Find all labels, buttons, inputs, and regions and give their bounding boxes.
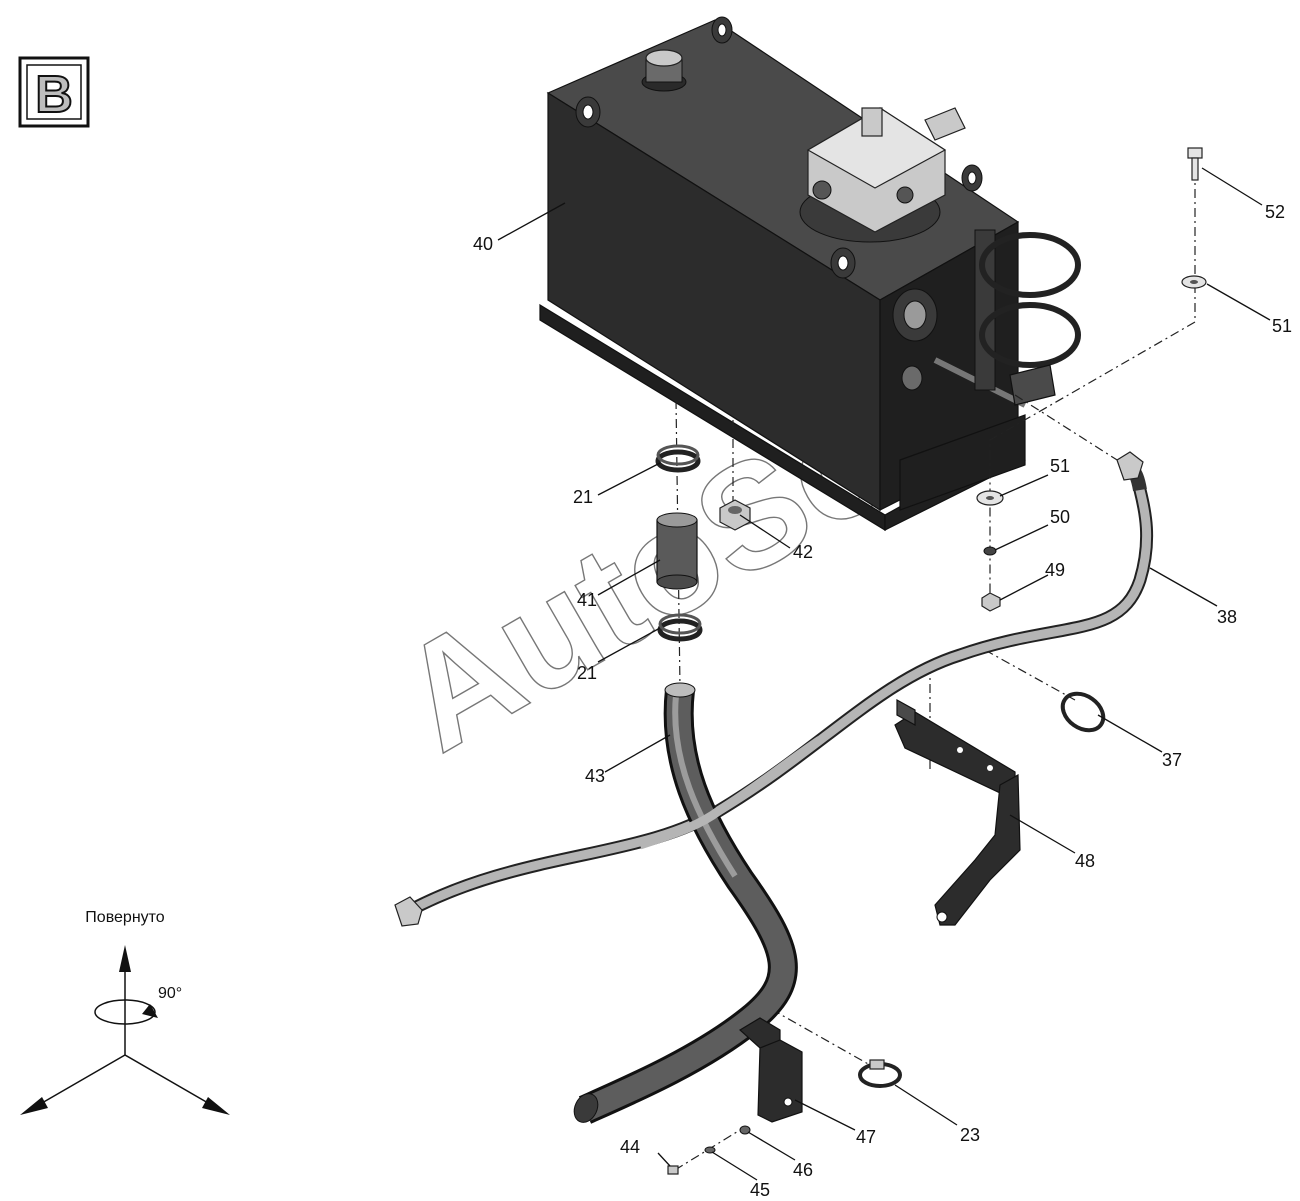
- right-arrow-icon: [202, 1097, 230, 1115]
- hose-clamp-21-upper: [655, 444, 701, 473]
- callout-38: 38: [1217, 607, 1237, 627]
- leader-lines: [497, 167, 1271, 1181]
- washer-45: [704, 1146, 716, 1154]
- callout-37: 37: [1162, 750, 1182, 770]
- bolt-44-icon: [667, 1165, 679, 1175]
- callout-48: 48: [1075, 851, 1095, 871]
- up-arrow-icon: [119, 945, 131, 972]
- left-arrow-icon: [20, 1097, 48, 1115]
- rotation-angle: 90°: [158, 985, 182, 1002]
- hose-sleeve-41: [656, 512, 698, 590]
- washer-46: [739, 1125, 751, 1135]
- callout-42: 42: [793, 542, 813, 562]
- view-label-box: B: [18, 56, 90, 128]
- hydraulic-tank: [539, 16, 1081, 532]
- callout-49: 49: [1045, 560, 1065, 580]
- callout-21-lower: 21: [577, 663, 597, 683]
- callout-21-upper: 21: [573, 487, 593, 507]
- callout-51-upper: 51: [1272, 316, 1292, 336]
- pump-housing-icon: [799, 107, 966, 243]
- callout-51-lower: 51: [1050, 456, 1070, 476]
- washer-51-upper: [1181, 275, 1207, 289]
- callout-46: 46: [793, 1160, 813, 1180]
- bracket-48: [894, 698, 1021, 926]
- clamp-37-icon: [1060, 691, 1106, 733]
- callout-40: 40: [473, 234, 493, 254]
- callout-47: 47: [856, 1127, 876, 1147]
- callout-44: 44: [620, 1137, 640, 1157]
- rotate-arrow-icon: [94, 999, 158, 1025]
- tube-43: [573, 682, 798, 1124]
- view-label: B: [35, 66, 73, 124]
- bracket-47: [738, 1017, 803, 1123]
- hose-clamp-21-lower: [657, 613, 703, 642]
- callout-52: 52: [1265, 202, 1285, 222]
- filler-cap-icon: [641, 49, 687, 92]
- lifting-eye-icon: [575, 16, 983, 279]
- bolt-52-icon: [1187, 147, 1203, 181]
- nut-49-icon: [981, 592, 1001, 612]
- hydraulic-hose-38: [394, 451, 1154, 927]
- washer-51-lower: [976, 490, 1004, 506]
- clamp-23-icon: [858, 1059, 902, 1088]
- callout-50: 50: [1050, 507, 1070, 527]
- lock-washer-50: [983, 546, 997, 556]
- callout-45: 45: [750, 1180, 770, 1200]
- callout-43: 43: [585, 766, 605, 786]
- callout-41: 41: [577, 590, 597, 610]
- callout-23: 23: [960, 1125, 980, 1145]
- clamp-band-icon: [974, 229, 1081, 406]
- hydraulic-hose-38-overlap: [638, 736, 823, 850]
- nut-42-icon: [719, 499, 751, 531]
- rotation-caption: Повернуто: [85, 909, 165, 926]
- callout-labels: 40 21 42 41 21 43 52 51 51 50 49 38 37 4…: [473, 202, 1292, 1200]
- rotation-indicator: Повернуто 90°: [20, 909, 230, 1115]
